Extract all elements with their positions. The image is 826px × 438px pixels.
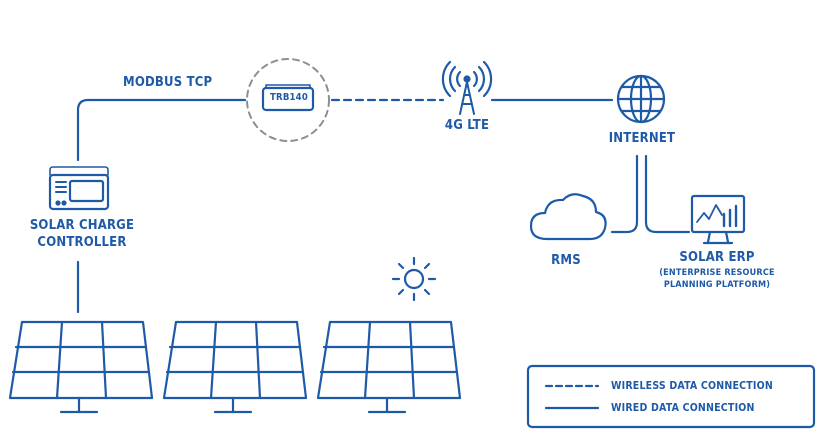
router-device-top (265, 84, 311, 89)
sun-icon (391, 256, 437, 302)
monitor-chart-icon (690, 194, 746, 245)
globe-icon (616, 74, 666, 124)
solar-panel-1 (8, 320, 154, 414)
lte-label: 4G LTE (444, 118, 490, 133)
erp-subtitle-line1: (ENTERPRISE RESOURCE (659, 268, 775, 278)
solar-panel-3 (316, 320, 462, 414)
rms-label: RMS (551, 253, 581, 268)
erp-subtitle-line2: PLANNING PLATFORM) (663, 280, 771, 290)
cloud-icon (529, 193, 607, 241)
legend-wired-label: WIRED DATA CONNECTION (611, 402, 755, 414)
router-device-icon (261, 86, 315, 112)
internet-label: INTERNET (608, 131, 676, 146)
cell-tower-icon (441, 60, 493, 115)
wired-line-internet-erp (644, 154, 691, 234)
router-dashed-circle (246, 58, 330, 142)
wired-line-internet-rms (610, 154, 639, 234)
solar-panel-2 (162, 320, 308, 414)
controller-label-line2: CONTROLLER (37, 235, 127, 250)
erp-title-label: SOLAR ERP (679, 250, 755, 265)
wired-line-controller-router (76, 98, 247, 162)
charge-controller-icon (48, 166, 110, 211)
router-model-label: TRB140 (270, 92, 308, 103)
controller-label-line1: SOLAR CHARGE (29, 218, 135, 233)
legend-box (526, 364, 816, 429)
modbus-tcp-label: MODBUS TCP (123, 75, 213, 90)
legend-wireless-label: WIRELESS DATA CONNECTION (611, 380, 773, 392)
